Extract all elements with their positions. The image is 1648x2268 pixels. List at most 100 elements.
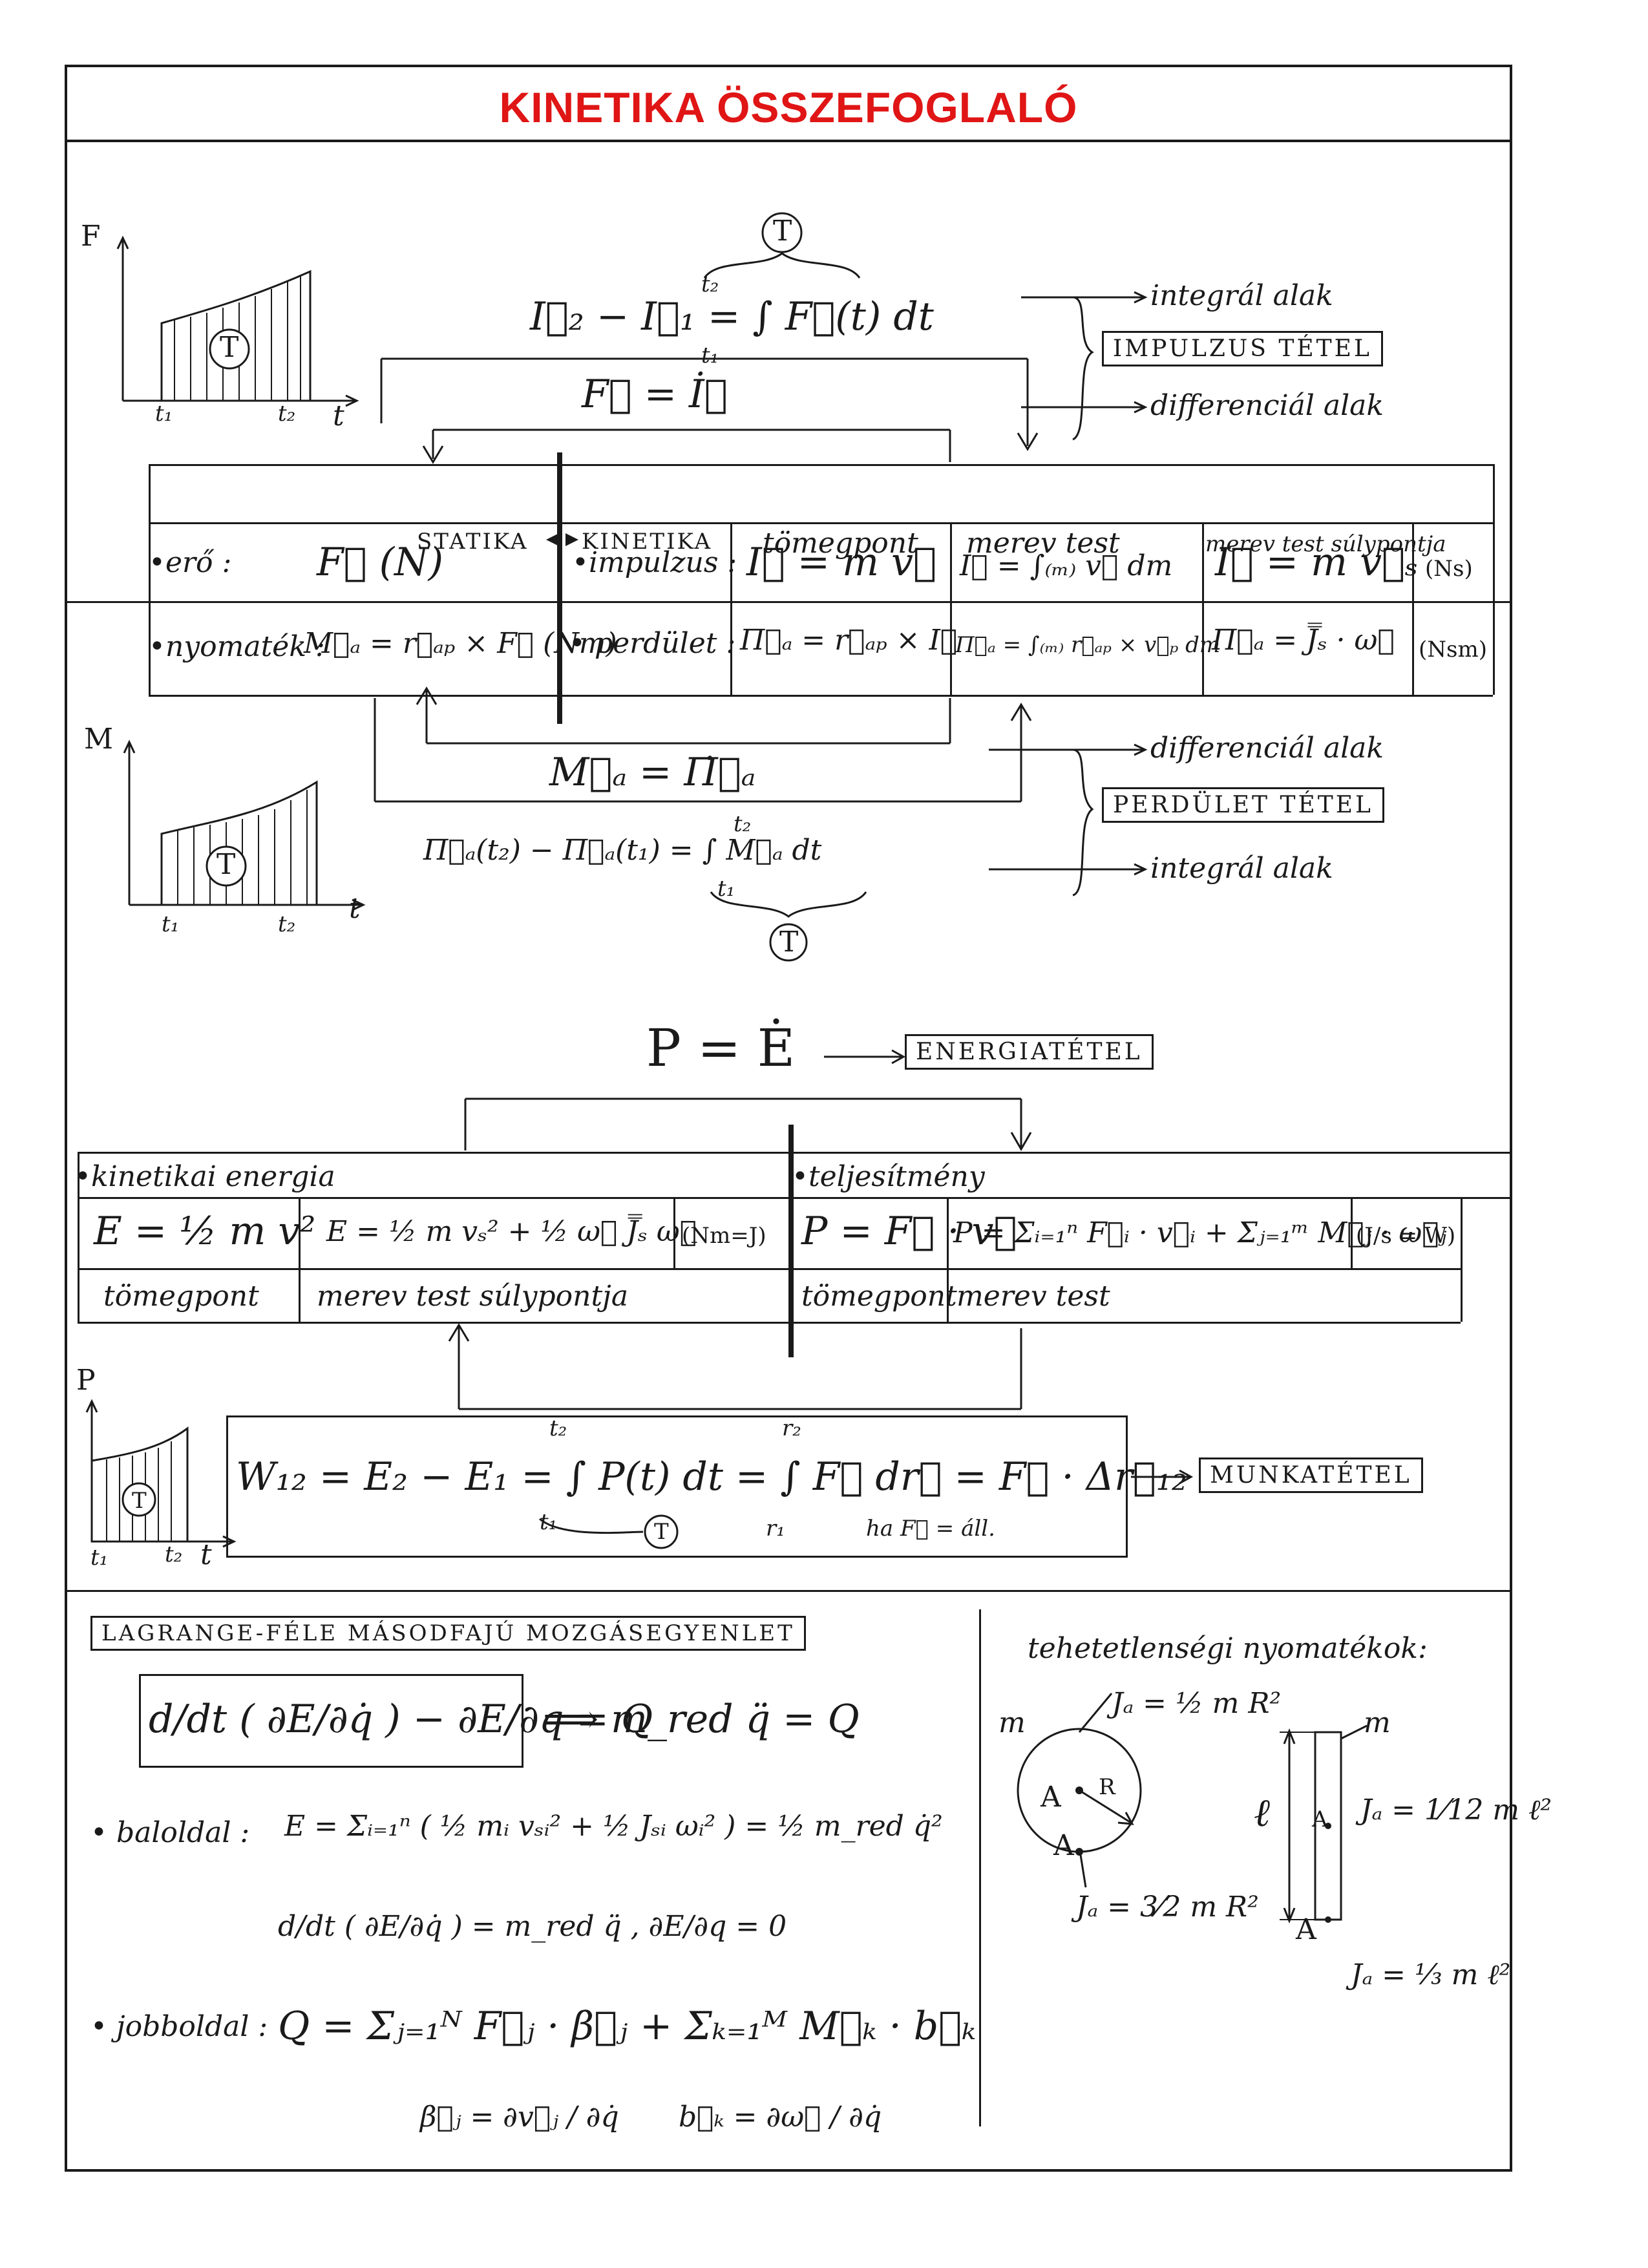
table2-label-line	[78, 1197, 1512, 1199]
table1-right-border	[1493, 464, 1495, 695]
table1-header-tomegpont: tömegpont	[763, 527, 918, 560]
lagrange-result: ⟹ m_red q̈ = Q	[543, 1697, 860, 1742]
table2-mid-divider	[788, 1125, 794, 1357]
power-merev: P = Σᵢ₌₁ⁿ F⃗ᵢ · v⃗ᵢ + Σⱼ₌₁ᵐ M⃗ⱼ · ω⃗ⱼ	[953, 1216, 1447, 1249]
impulse-differential-form-label: differenciál alak	[1150, 389, 1384, 422]
lagrange-beta-definition: β⃗ⱼ = ∂v⃗ⱼ / ∂q̇	[420, 2101, 619, 2134]
kinetic-energy-label: •kinetikai energia	[74, 1160, 335, 1193]
work-graph-t1: t₁	[90, 1545, 109, 1571]
table2-label-merev-sulypont: merev test súlypontja	[317, 1280, 629, 1313]
impulse-integral-upper: t₂	[701, 271, 719, 297]
table1-top-line	[149, 464, 1493, 466]
work-upper-t2: t₂	[549, 1415, 567, 1441]
lagrange-left-label: • baloldal :	[90, 1816, 250, 1849]
table1-moment-value: M⃗ₐ = r⃗ₐₚ × F⃗ (Nm)	[304, 627, 617, 660]
table1-statics-divider	[557, 452, 562, 724]
angular-differential-form-label: differenciál alak	[1150, 732, 1384, 765]
table2-left-border	[78, 1152, 79, 1322]
table2-col-divider-3	[947, 1197, 949, 1322]
angular-brace-label: T	[779, 926, 799, 959]
work-graph-t2: t₂	[165, 1542, 183, 1567]
table2-col-divider-1	[299, 1197, 301, 1322]
work-brace	[539, 1514, 679, 1549]
lagrange-b-definition: b⃗ₖ = ∂ω⃗ / ∂q̇	[679, 2101, 882, 2134]
inertia-rod-m: m	[1364, 1706, 1391, 1739]
impulse-integral-lower: t₁	[701, 343, 719, 368]
inertia-disk-edge-formula: Jₐ = 3⁄2 m R²	[1076, 1891, 1259, 1924]
work-graph	[85, 1399, 237, 1548]
inertia-rod-end-label: A	[1296, 1913, 1316, 1946]
table1-perdulet-unit: (Nsm)	[1419, 637, 1487, 662]
work-equation: W₁₂ = E₂ − E₁ = ∫ P(t) dt = ∫ F⃗ dr⃗ = F…	[236, 1454, 1187, 1500]
table1-header-merev-test-sulypontja: merev test súlypontja	[1205, 531, 1446, 557]
angular-integral-lower: t₁	[717, 876, 735, 902]
lagrange-right-label: • jobboldal :	[90, 2010, 268, 2043]
work-graph-y-label: P	[76, 1364, 96, 1397]
angular-graph-y-label: M	[84, 723, 114, 756]
angular-integral-equation: Π⃗ₐ(t₂) − Π⃗ₐ(t₁) = ∫ M⃗ₐ dt	[423, 834, 822, 867]
inertia-disk-edge-label: A	[1053, 1829, 1074, 1862]
inertia-title: tehetetlenségi nyomatékok:	[1028, 1632, 1428, 1665]
impulse-brace-label: T	[773, 215, 792, 248]
power-tomegpont: P = F⃗ · v⃗	[801, 1209, 1017, 1254]
angular-flow-arrows	[374, 686, 1032, 803]
angular-graph-t2: t₂	[278, 911, 296, 937]
inertia-disk-center-formula: Jₐ = ½ m R²	[1112, 1687, 1282, 1720]
angular-graph-x-label: t	[349, 892, 361, 925]
table1-col-divider-3	[1202, 522, 1204, 695]
table1-header-line	[149, 522, 1493, 524]
table2-bottom-line	[78, 1322, 1461, 1324]
work-brace-label: T	[654, 1519, 669, 1545]
table1-impulse-unit: (Ns)	[1425, 556, 1473, 582]
angular-brace	[710, 891, 867, 962]
table1-header-statika: STATIKA	[417, 529, 529, 555]
kinetic-energy-merev: E = ½ m vₛ² + ½ ω⃗ J̿ₛ ω⃗	[326, 1215, 697, 1248]
angular-graph-t1: t₁	[162, 911, 180, 937]
table1-perdulet-tomegpont: Π⃗ₐ = r⃗ₐₚ × I⃗	[740, 624, 958, 657]
table1-force-value: F⃗ (N)	[317, 540, 444, 585]
table2-top-line	[78, 1152, 1512, 1154]
table2-label-tomegpont-2: tömegpont	[801, 1280, 957, 1313]
kinetic-energy-unit-note: (Nm=J)	[682, 1223, 766, 1249]
impulse-theorem-arrows	[1021, 291, 1148, 441]
angular-theorem-arrows	[989, 743, 1148, 896]
table1-header-kinetika: KINETIKA	[582, 529, 713, 555]
table2-right-border	[1461, 1197, 1463, 1322]
power-label: •teljesítmény	[792, 1160, 985, 1193]
table1-col-divider-1	[730, 522, 732, 695]
inertia-disk-drawing	[1017, 1693, 1142, 1888]
table2-col-divider-4	[1351, 1197, 1353, 1268]
impulse-brace	[703, 212, 861, 279]
work-box	[226, 1415, 1128, 1558]
kinetic-energy-tomegpont: E = ½ m v²	[94, 1209, 316, 1254]
table1-bottom-line	[149, 695, 1493, 697]
work-upper-r2: r₂	[782, 1415, 801, 1441]
angular-differential-equation: M⃗ₐ = Π̇⃗ₐ	[549, 750, 756, 795]
inertia-disk-radius-label: R	[1099, 1774, 1115, 1800]
table1-row-line	[65, 601, 1512, 603]
energy-theorem-box: ENERGIATÉTEL	[905, 1034, 1154, 1070]
energy-equation: P = Ė	[646, 1018, 796, 1078]
impulse-graph-t2: t₂	[278, 401, 296, 427]
lagrange-title-box: LAGRANGE-FÉLE MÁSODFAJÚ MOZGÁSEGYENLET	[90, 1616, 806, 1651]
work-graph-x-label: t	[200, 1538, 212, 1571]
table2-label-merev-test: merev test	[956, 1280, 1110, 1313]
table1-left-border	[149, 464, 151, 695]
angular-integral-upper: t₂	[734, 811, 752, 837]
angular-integral-form-label: integrál alak	[1150, 852, 1333, 885]
title-bar: KINETIKA ÖSSZEFOGLALÓ	[65, 65, 1512, 142]
work-flow-arrow	[448, 1323, 1022, 1410]
energy-flow-arrow	[464, 1097, 1032, 1152]
inertia-rod-length: ℓ	[1254, 1790, 1270, 1836]
lagrange-main-equation: d/dt ( ∂E/∂q̇ ) − ∂E/∂q = Q	[149, 1697, 653, 1742]
table1-perdulet-sulypont: Π⃗ₐ = J̿ₛ · ω⃗	[1212, 624, 1395, 657]
page-title: KINETIKA ÖSSZEFOGLALÓ	[499, 83, 1078, 131]
impulse-differential-equation: F⃗ = İ⃗	[582, 372, 728, 417]
angular-graph-area-label: T	[217, 848, 236, 881]
impulse-graph-t1: t₁	[155, 401, 173, 427]
impulse-graph	[116, 235, 359, 407]
work-condition-note: ha F⃗ = áll.	[866, 1516, 995, 1542]
inertia-rod-drawing	[1280, 1724, 1368, 1924]
table1-header-double-arrow	[546, 533, 578, 546]
section-divider	[65, 1590, 1512, 1592]
